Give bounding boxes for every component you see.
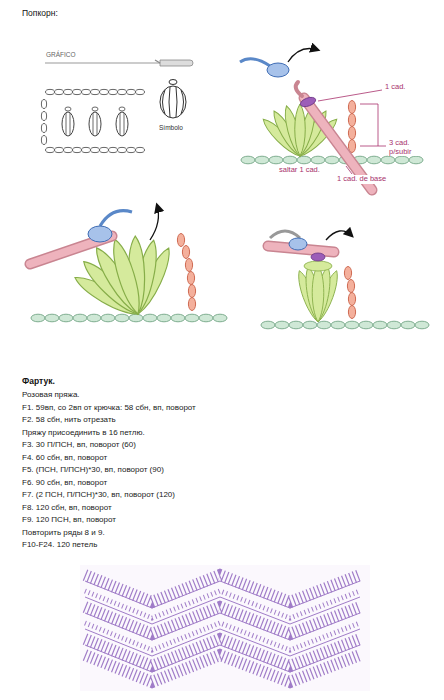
pattern-row: F3. 30 П/ПСН, вп, поворот (60) bbox=[22, 440, 136, 449]
pattern-row: F8. 120 сбн, вп, поворот bbox=[22, 503, 112, 512]
stitch-chart bbox=[41, 60, 193, 153]
pattern-row: F10-F24. 120 петель bbox=[22, 540, 97, 549]
pattern-row: F5. (ПСН, П/ПСН)*30, вп, поворот (90) bbox=[22, 465, 164, 474]
step-note: saltar 1 cad. bbox=[278, 166, 321, 175]
step-note: 1 cad. bbox=[384, 83, 406, 92]
pattern-row: F1. 59вп, со 2вп от крючка: 58 сбн, вп, … bbox=[22, 403, 196, 412]
step-note: 1 cad. de base bbox=[336, 175, 387, 184]
pattern-row: Пряжу присоединить в 16 петлю. bbox=[22, 428, 145, 437]
pattern-row: F4. 60 сбн, вп, поворот bbox=[22, 453, 107, 462]
step-illustration bbox=[261, 231, 429, 329]
page-title: Попкорн: bbox=[22, 9, 58, 19]
pattern-row: F6. 90 сбн, вп, поворот bbox=[22, 478, 107, 487]
pattern-row: F2. 58 сбн, нить отрезать bbox=[22, 415, 116, 424]
pattern-row: Повторить ряды 8 и 9. bbox=[22, 528, 105, 537]
chevron-chart bbox=[80, 565, 370, 691]
pattern-row: F9. 120 ПСН, вп, поворот bbox=[22, 515, 116, 524]
step-note: 3 cad. p/subir bbox=[388, 139, 428, 156]
step-illustration bbox=[30, 205, 227, 322]
pattern-row: Розовая пряжа. bbox=[22, 390, 80, 399]
step-illustration bbox=[240, 49, 423, 191]
chart-label: GRÁFICO bbox=[46, 51, 76, 58]
section-heading: Фартук. bbox=[22, 377, 55, 387]
pattern-row: F7. (2 ПСН, П/ПСН)*30, вп, поворот (120) bbox=[22, 490, 175, 499]
symbol-label: Símbolo bbox=[159, 124, 183, 131]
